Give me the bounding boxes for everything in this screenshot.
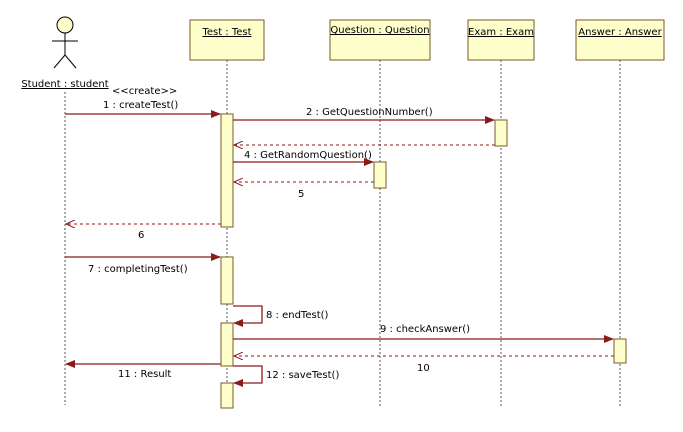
object-question: Question : Question xyxy=(329,19,431,61)
message-label-1: 1 : createTest() xyxy=(103,100,178,111)
activation-test-1 xyxy=(220,113,234,228)
object-test: Test : Test xyxy=(189,19,265,61)
activation-test-4 xyxy=(220,382,234,409)
object-exam-label: Exam : Exam xyxy=(468,27,534,38)
activation-answer-1 xyxy=(613,338,627,364)
message-label-10: 10 xyxy=(417,363,430,374)
message-label-4: 4 : GetRandomQuestion() xyxy=(244,150,372,161)
message-label-9: 9 : checkAnswer() xyxy=(380,324,470,335)
message-arrow-12 xyxy=(233,365,263,387)
message-label-2: 2 : GetQuestionNumber() xyxy=(306,107,433,118)
activation-question-1 xyxy=(373,161,387,189)
create-stereotype: <<create>> xyxy=(112,86,177,97)
message-label-5: 5 xyxy=(298,189,304,200)
object-answer-label: Answer : Answer xyxy=(578,27,662,38)
activation-test-3 xyxy=(220,322,234,367)
message-label-8: 8 : endTest() xyxy=(266,310,329,321)
activation-test-2 xyxy=(220,256,234,305)
actor-student: Student : student xyxy=(21,16,109,90)
object-question-label: Question : Question xyxy=(330,25,429,36)
message-label-11: 11 : Result xyxy=(118,369,171,380)
message-label-12: 12 : saveTest() xyxy=(266,370,339,381)
object-answer: Answer : Answer xyxy=(575,19,665,61)
message-label-7: 7 : completingTest() xyxy=(88,264,188,275)
actor-label: Student : student xyxy=(21,79,108,90)
actor-head xyxy=(56,16,74,34)
object-exam: Exam : Exam xyxy=(467,19,535,61)
object-test-label: Test : Test xyxy=(201,27,251,38)
message-arrow-8 xyxy=(233,305,263,327)
message-label-6: 6 xyxy=(138,230,144,241)
activation-exam-1 xyxy=(494,119,508,147)
